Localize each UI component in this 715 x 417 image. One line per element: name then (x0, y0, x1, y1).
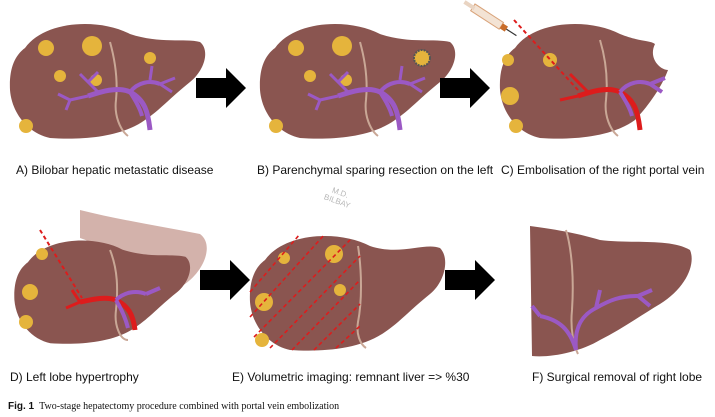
arrow-right-icon (200, 260, 250, 300)
caption-text: Two-stage hepatectomy procedure combined… (39, 401, 340, 412)
panel-e-liver-illustration (249, 233, 446, 351)
panel-f-liver-illustration (530, 226, 692, 357)
arrow-right-icon (440, 68, 490, 108)
panel-d-liver-illustration (14, 210, 207, 344)
panel-c-liver-illustration (499, 19, 668, 139)
panel-f-label: F) Surgical removal of right lobe (532, 370, 703, 384)
panel-d-label: D) Left lobe hypertrophy (10, 370, 139, 384)
syringe-icon (463, 0, 517, 37)
arrow-right-icon (445, 260, 495, 300)
panel-a-label: A) Bilobar hepatic metastatic disease (16, 163, 214, 177)
figure-caption: Fig. 1 Two-stage hepatectomy procedure c… (8, 401, 339, 412)
panel-c-label: C) Embolisation of the right portal vein (501, 163, 705, 177)
panel-b-label: B) Parenchymal sparing resection on the … (257, 163, 494, 177)
panel-e-label: E) Volumetric imaging: remnant liver => … (232, 370, 470, 384)
panel-a-liver-illustration (9, 23, 206, 139)
arrow-right-icon (196, 68, 246, 108)
panel-b-liver-illustration (259, 23, 456, 139)
caption-prefix: Fig. 1 (8, 401, 35, 412)
